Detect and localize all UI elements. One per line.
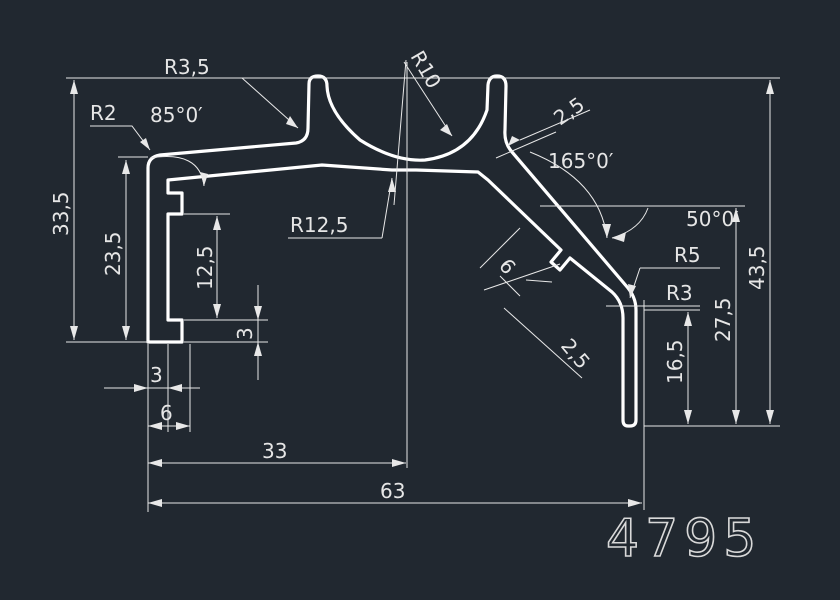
label-12-5: 12,5: [193, 245, 217, 290]
label-angle-85: 85°0′: [150, 103, 203, 127]
label-r3-right: R3: [666, 281, 693, 305]
label-33: 33: [262, 439, 287, 463]
label-r12-5: R12,5: [290, 213, 348, 237]
label-27-5: 27,5: [711, 297, 735, 342]
label-3-vert: 3: [233, 327, 257, 340]
label-6-diag: 6: [494, 254, 521, 279]
label-r2: R2: [90, 101, 117, 125]
label-r10: R10: [406, 47, 446, 93]
label-r3-5: R3,5: [164, 55, 210, 79]
label-angle-165: 165°0′: [548, 149, 614, 173]
label-3-horiz: 3: [150, 363, 163, 387]
label-16-5: 16,5: [663, 339, 687, 384]
label-2-5-top: 2,5: [549, 92, 589, 130]
label-6-bottom: 6: [160, 401, 173, 425]
label-2-5-diag: 2,5: [556, 334, 595, 374]
label-23-5: 23,5: [101, 231, 125, 276]
label-63: 63: [380, 479, 405, 503]
dimension-arrows: [70, 80, 774, 507]
label-r5: R5: [674, 243, 701, 267]
label-43-5: 43,5: [745, 245, 769, 290]
dimension-labels: R3,5 R2 85°0′ R10 R12,5 2,5 165°0′ 50°0′…: [49, 47, 769, 570]
label-angle-50: 50°0′: [686, 207, 739, 231]
label-33-5: 33,5: [49, 191, 73, 236]
part-number: 4795: [606, 509, 762, 569]
